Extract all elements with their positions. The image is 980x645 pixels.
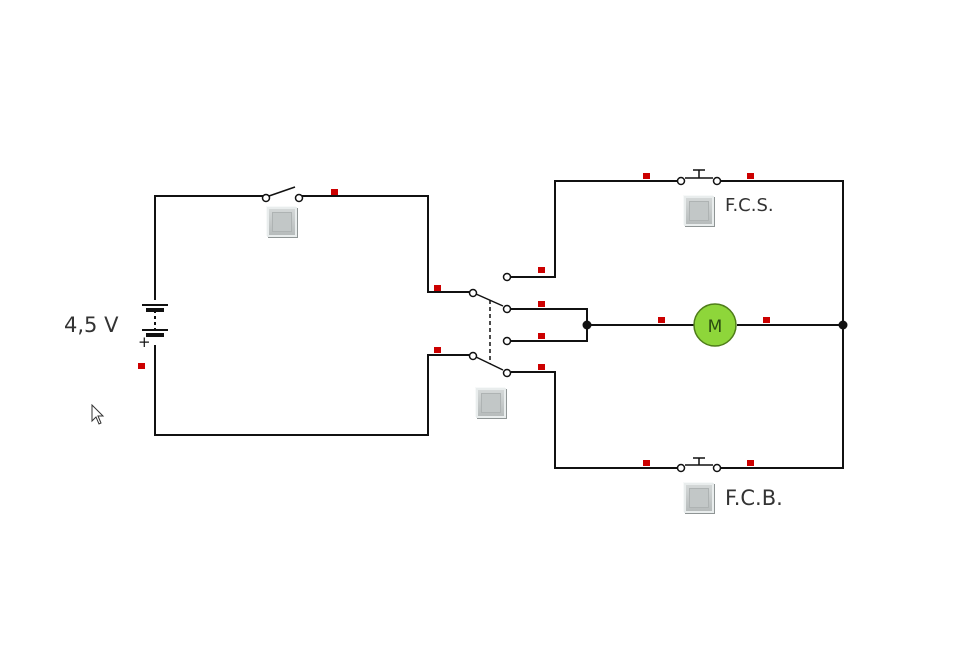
terminal [643,460,650,466]
terminal [658,317,665,323]
terminal [763,317,770,323]
terminals [138,173,770,466]
terminal [434,347,441,353]
terminal [538,267,545,273]
dpdt-switch [468,272,512,378]
terminal [538,364,545,370]
fcs-button[interactable] [684,196,714,226]
fcb-button[interactable] [684,483,714,513]
terminal [434,285,441,291]
wire-dpdt-cross [511,308,588,342]
motor: M [693,303,737,347]
terminal [331,189,338,195]
battery-plus-label: + [138,333,151,351]
terminal [747,173,754,179]
battery [142,304,168,337]
terminal [538,301,545,307]
dpdt-switch-button[interactable] [476,388,506,418]
wire-left-bottom [154,345,472,436]
fcs-label: F.C.S. [725,195,774,216]
wire-left-top [154,195,472,300]
limit-switch-bottom [676,457,722,473]
fcb-label: F.C.B. [725,486,783,510]
motor-label: M [708,317,723,337]
mouse-cursor-icon [91,404,105,425]
main-switch-button[interactable] [267,207,297,237]
main-switch [261,186,304,203]
terminal [138,363,145,369]
terminal [538,333,545,339]
terminal [747,460,754,466]
junction-left [582,320,592,330]
limit-switch-top [676,169,722,186]
junction-right [838,320,848,330]
voltage-label: 4,5 V [64,313,119,337]
wires [154,180,844,469]
terminal [643,173,650,179]
